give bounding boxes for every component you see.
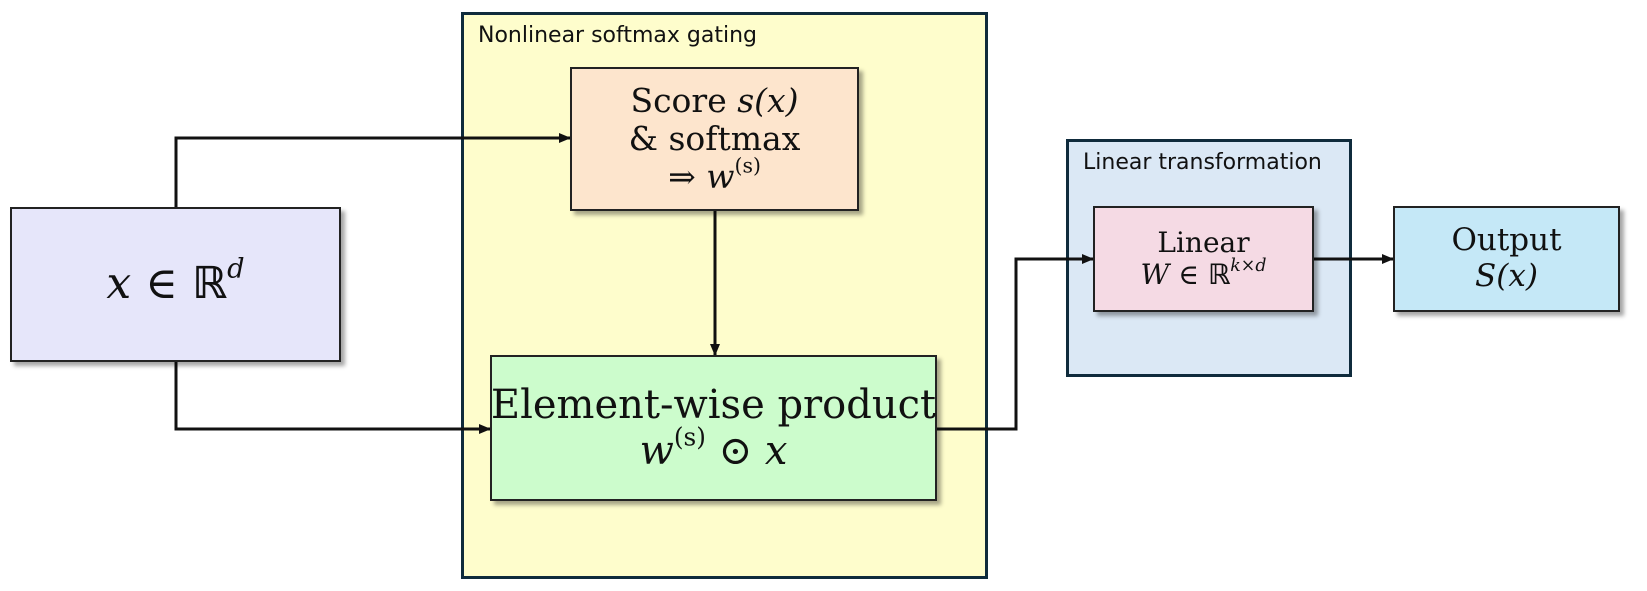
product-w-sup: (s) xyxy=(673,422,706,452)
output-node: Output S(x) xyxy=(1393,206,1620,312)
linear-node: Linear W ∈ ℝk×d xyxy=(1093,206,1314,312)
linear-sup: k×d xyxy=(1230,255,1267,276)
edge-input-to-score xyxy=(174,133,571,207)
product-expression: w(s) ⊙ x xyxy=(639,425,788,474)
output-fn: S(x) xyxy=(1475,258,1538,294)
input-expression: x ∈ ℝd xyxy=(106,256,244,310)
weights-line: ⇒ w(s) xyxy=(668,155,761,196)
score-fn: s(x) xyxy=(737,81,799,121)
input-node: x ∈ ℝd xyxy=(10,207,341,362)
product-x: x xyxy=(764,428,788,474)
implies-symbol: ⇒ xyxy=(668,156,696,196)
linear-transformation-group-label: Linear transformation xyxy=(1083,150,1322,175)
weights-sup: (s) xyxy=(734,153,761,178)
linear-expression: W ∈ ℝk×d xyxy=(1140,255,1267,291)
product-title: Element-wise product xyxy=(490,382,937,428)
score-line: Score s(x) xyxy=(630,82,798,120)
output-title: Output xyxy=(1451,222,1562,259)
product-w: w xyxy=(639,428,674,474)
edge-product-to-linear xyxy=(937,254,1094,431)
input-sup: d xyxy=(227,253,245,285)
input-set: ℝ xyxy=(191,258,228,310)
input-rel: ∈ xyxy=(145,258,178,310)
input-var: x xyxy=(106,258,132,310)
score-softmax-node: Score s(x) & softmax ⇒ w(s) xyxy=(570,67,859,211)
linear-title: Linear xyxy=(1157,225,1250,259)
softmax-line: & softmax xyxy=(628,119,801,159)
elementwise-product-node: Element-wise product w(s) ⊙ x xyxy=(490,355,937,501)
hadamard-symbol: ⊙ xyxy=(718,428,753,474)
score-label: Score xyxy=(630,81,727,121)
edge-input-to-product xyxy=(174,362,491,434)
linear-W: W xyxy=(1140,258,1170,291)
gating-group-label: Nonlinear softmax gating xyxy=(478,23,758,48)
linear-rel: ∈ xyxy=(1178,258,1199,291)
linear-set: ℝ xyxy=(1207,258,1231,291)
weights-var: w xyxy=(706,156,735,196)
